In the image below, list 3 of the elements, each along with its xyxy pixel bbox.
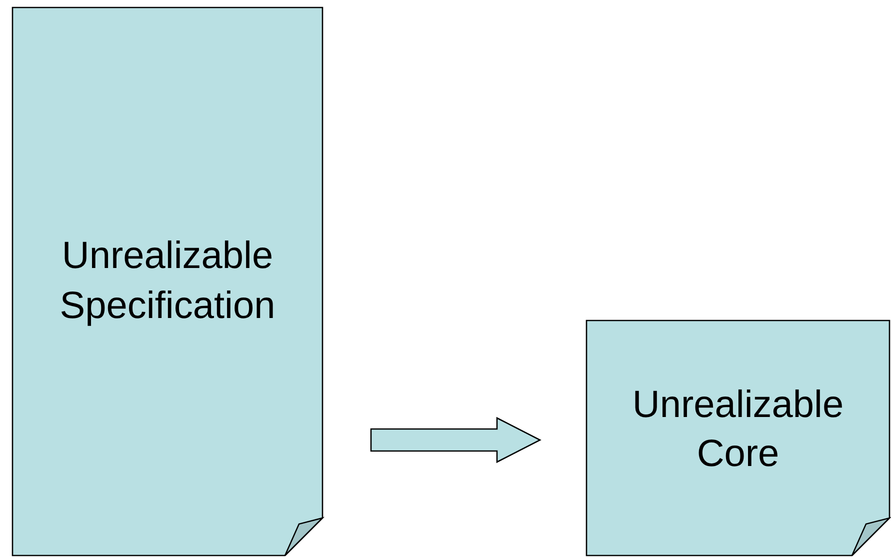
node-label: Unrealizable Core — [631, 382, 845, 477]
node-label: Unrealizable Specification — [58, 234, 276, 328]
block-arrow — [370, 416, 542, 464]
